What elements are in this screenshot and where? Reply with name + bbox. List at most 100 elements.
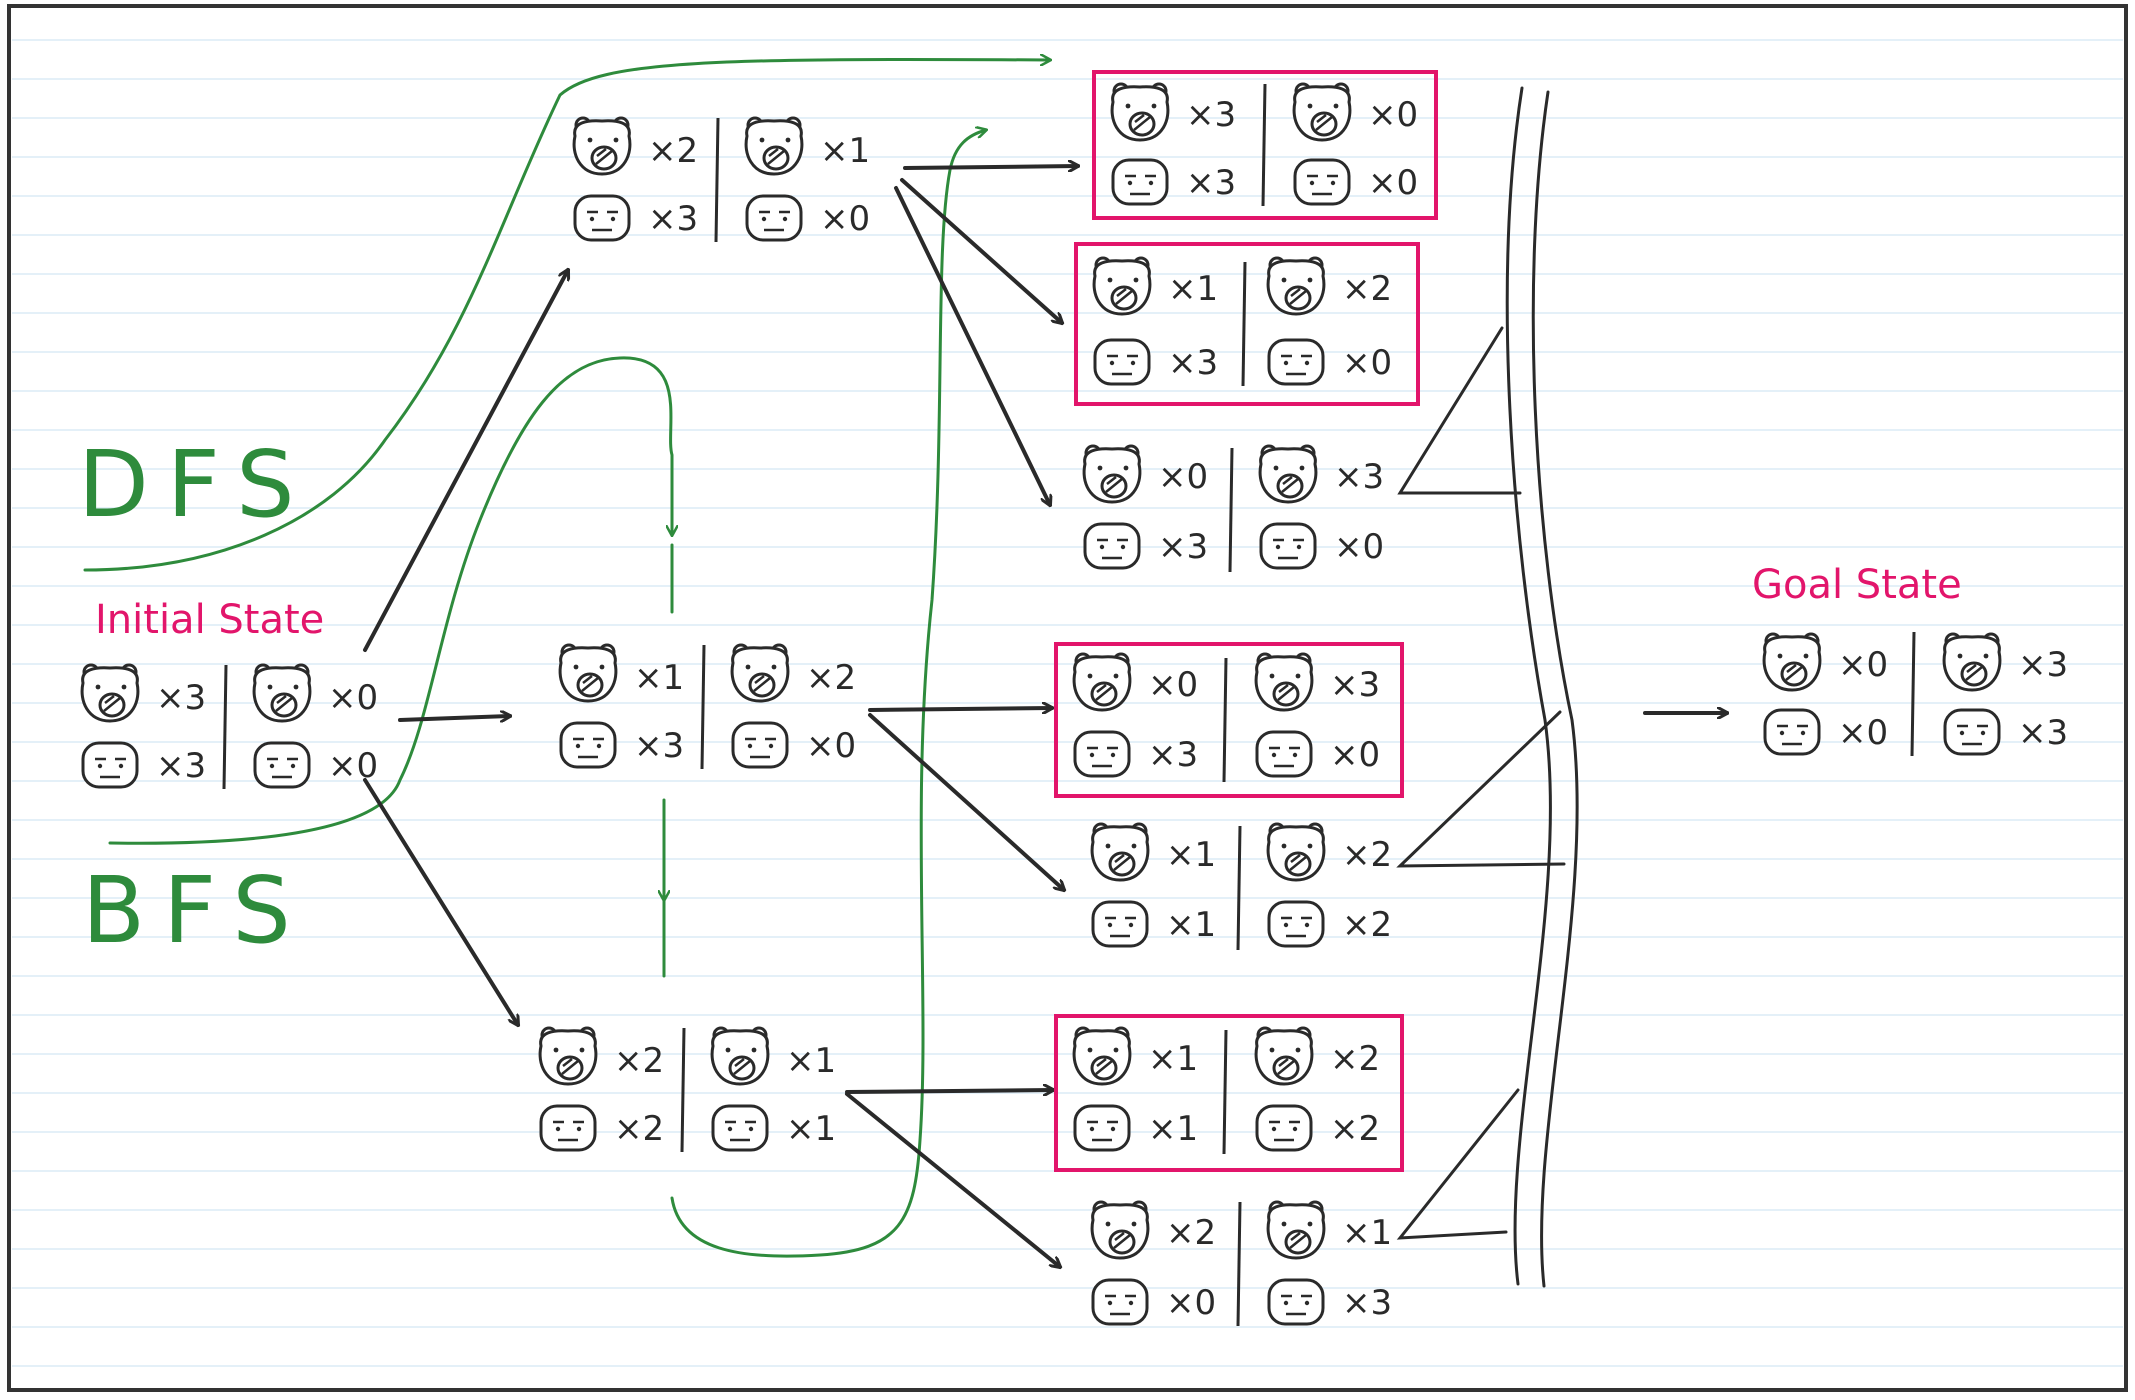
arrow-initial-to-l1c [363,778,518,1025]
arrow-l1a-to-l2b [900,178,1062,323]
pig-icon [1090,822,1150,882]
left-person-count: ×3 [1186,163,1236,203]
pig-icon [1092,256,1152,316]
state-l2e: ×1 ×1 ×2 ×2 [1090,822,1392,951]
person-icon [1267,900,1325,948]
bank-divider [1222,1029,1228,1155]
right-person-count: ×0 [328,746,378,786]
right-pig-count: ×1 [1342,1213,1392,1253]
arrow-l1b-to-l2d [868,708,1052,710]
left-person-count: ×3 [1158,527,1208,567]
person-icon [253,741,311,789]
person-icon [1083,522,1141,570]
person-icon [1293,158,1351,206]
right-person-count: ×0 [1330,735,1380,775]
person-icon [559,721,617,769]
left-person-count: ×1 [1148,1109,1198,1149]
right-pig-count: ×2 [1342,269,1392,309]
person-icon [1267,338,1325,386]
state-l2a: ×3 ×3 ×0 ×0 [1092,70,1438,220]
left-pig-count: ×3 [156,678,206,718]
pig-icon [1090,1200,1150,1260]
right-pig-count: ×0 [328,678,378,718]
pig-icon [744,116,804,176]
invalid-state-box [1074,242,1420,406]
state-goal: ×0 ×0 ×3 ×3 [1762,631,2068,757]
right-person-count: ×3 [1342,1283,1392,1323]
arrow-l1b-to-l2e [868,713,1064,890]
funnel-3 [1396,1088,1520,1240]
pig-icon [558,643,618,703]
pig-icon [730,643,790,703]
person-icon [1091,1278,1149,1326]
bfs-path-loop [670,130,986,1258]
bank-divider [1222,657,1228,783]
right-person-count: ×1 [786,1109,836,1149]
right-person-count: ×0 [1342,343,1392,383]
person-icon [1073,730,1131,778]
pig-icon [1942,632,2002,692]
person-icon [1073,1104,1131,1152]
bank-divider [680,1027,686,1153]
bank-divider [1241,261,1247,387]
pig-icon [1258,444,1318,504]
person-icon [1091,900,1149,948]
state-l2b: ×1 ×3 ×2 ×0 [1074,242,1420,406]
bfs-label: BFS [82,857,309,964]
pig-icon [1254,1026,1314,1086]
state-l2d: ×0 ×3 ×3 ×0 [1054,642,1404,798]
right-pig-count: ×3 [1334,457,1384,497]
right-person-count: ×2 [1330,1109,1380,1149]
arrow-initial-to-l1b [398,716,510,720]
person-icon [539,1104,597,1152]
state-initial: ×3 ×3 ×0 ×0 [80,663,378,790]
invalid-state-box [1054,1014,1404,1172]
left-person-count: ×3 [634,726,684,766]
state-l2g: ×2 ×0 ×1 ×3 [1090,1200,1392,1327]
right-pig-count: ×1 [786,1041,836,1081]
arrow-l1a-to-l2a [903,166,1078,168]
person-icon [711,1104,769,1152]
invalid-state-box [1054,642,1404,798]
bank-divider [1228,447,1234,573]
right-pig-count: ×0 [1368,95,1418,135]
pig-icon [572,116,632,176]
bank-divider [222,664,228,790]
left-pig-count: ×1 [1148,1039,1198,1079]
left-pig-count: ×1 [634,658,684,698]
pig-icon [1072,1026,1132,1086]
bank-divider [714,117,720,243]
pig-icon [1266,822,1326,882]
left-pig-count: ×0 [1148,665,1198,705]
pig-icon [1266,256,1326,316]
right-person-count: ×3 [2018,713,2068,753]
left-pig-count: ×2 [614,1041,664,1081]
state-l2c: ×0 ×3 ×3 ×0 [1082,444,1384,573]
page-frame [7,4,2128,1392]
search-paths [83,59,1050,1258]
bank-divider [700,644,706,770]
left-person-count: ×2 [614,1109,664,1149]
person-icon [745,194,803,242]
funnel-2 [1396,710,1566,868]
pig-icon [1082,444,1142,504]
invalid-state-box [1092,70,1438,220]
person-icon [1255,1104,1313,1152]
right-pig-count: ×3 [2018,645,2068,685]
river [1396,86,1579,1288]
right-pig-count: ×2 [1330,1039,1380,1079]
pig-icon [538,1026,598,1086]
person-icon [573,194,631,242]
river-bank-left [1505,86,1552,1286]
right-pig-count: ×3 [1330,665,1380,705]
arrow-l1c-to-l2g [845,1092,1060,1267]
person-icon [81,741,139,789]
right-pig-count: ×2 [1342,835,1392,875]
person-icon [1111,158,1169,206]
bank-divider [1236,825,1242,951]
left-person-count: ×3 [156,746,206,786]
person-icon [1259,522,1317,570]
arrow-l1c-to-l2f [845,1090,1053,1092]
left-person-count: ×0 [1838,713,1888,753]
